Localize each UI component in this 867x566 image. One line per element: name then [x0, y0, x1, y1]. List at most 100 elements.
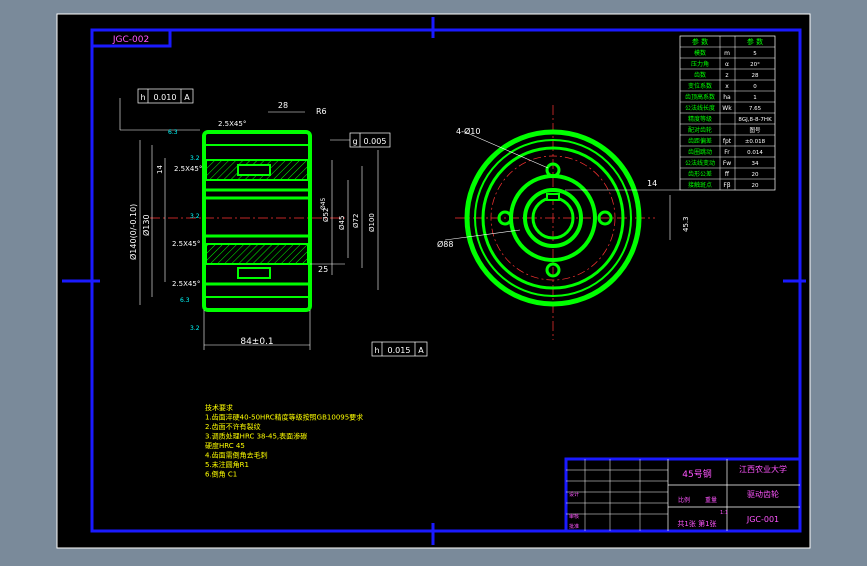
hole-bottom [545, 262, 561, 278]
tol-parallel-right: g 0.005 [349, 132, 391, 148]
tb-checker: 审核 [569, 513, 579, 520]
tech-notes: 技术要求1.齿面淬硬40-50HRC精度等级按照GB10095要求2.齿面不许有… [205, 403, 363, 479]
tech-note-line: 1.齿面淬硬40-50HRC精度等级按照GB10095要求 [205, 413, 363, 422]
param-symbol: α [725, 61, 729, 68]
param-name: 齿数 [694, 71, 706, 79]
tb-scale-label: 比例 [678, 496, 690, 504]
param-value: 7.65 [749, 106, 762, 112]
param-value: 0 [753, 84, 757, 90]
param-value: 5 [753, 51, 757, 57]
tech-note-line: 6.倒角 C1 [205, 470, 237, 479]
tech-note-line: 硬度HRC 45 [205, 441, 245, 450]
rough-3: 3.2 [190, 213, 200, 220]
param-name: 齿形公差 [688, 170, 712, 178]
svg-text:h: h [140, 93, 145, 102]
param-name: 接触斑点 [688, 181, 712, 189]
tech-note-line: 5.未注圆角R1 [205, 460, 249, 469]
keyway [546, 193, 560, 201]
svg-text:A: A [184, 93, 190, 102]
param-name: 模数 [694, 49, 706, 57]
param-name: 精度等级 [688, 115, 712, 123]
tech-note-line: 4.齿面需倒角去毛刺 [205, 451, 268, 460]
param-symbol: Wk [722, 105, 732, 112]
outer-rim [464, 129, 642, 307]
hatch-lower [205, 243, 309, 265]
param-symbol: m [724, 50, 730, 57]
tb-designer: 设计 [569, 491, 579, 498]
dim-outer: Ø140(0/-0.10) [128, 204, 138, 260]
tech-note-line: 技术要求 [205, 403, 233, 412]
param-value: 20° [750, 62, 760, 68]
svg-text:0.015: 0.015 [388, 346, 411, 355]
tb-sheet: 共1张 第1张 [677, 519, 716, 528]
param-value: 20 [752, 172, 759, 178]
dim-holes: 4-Ø10 [456, 126, 480, 136]
param-name: 公法线长度 [685, 104, 715, 112]
dim-14-side: 14 [156, 165, 164, 174]
web-outer [481, 146, 625, 290]
tech-note-line: 3.调质处理HRC 38-45,表面渗碳 [205, 432, 307, 441]
param-symbol: z [725, 72, 728, 79]
dim-130: Ø130 [141, 214, 151, 236]
svg-text:0.010: 0.010 [154, 93, 177, 102]
section-view: 28 R6 2.5X45° 2.5X45° 2.5X45° 2.5X45° 14… [119, 88, 428, 357]
param-value: 28 [752, 73, 759, 79]
hub-inner [523, 188, 583, 248]
front-view: 4-Ø10 Ø88 14 45.3 [437, 105, 690, 340]
dim-72: Ø72 [352, 214, 360, 228]
tb-approver: 批准 [569, 523, 579, 530]
pitch-circle-holes [490, 155, 616, 281]
svg-text:h: h [374, 346, 379, 355]
param-symbol: ha [723, 94, 731, 101]
param-name: 公法线变动 [685, 159, 715, 167]
param-value: 1 [753, 95, 757, 101]
dim-28: 28 [278, 101, 288, 110]
bore-slot-upper [237, 164, 271, 176]
param-name: 压力角 [691, 60, 709, 68]
tb-weight-label: 重量 [705, 496, 717, 504]
param-value: ±0.018 [745, 139, 766, 145]
param-symbol: x [725, 83, 729, 90]
param-name: 变位系数 [688, 82, 712, 90]
hole-right [597, 210, 613, 226]
chamfer-a: 2.5X45° [218, 120, 246, 128]
param-symbol: Fβ [723, 182, 730, 189]
svg-text:0.005: 0.005 [364, 137, 387, 146]
svg-text:g: g [352, 137, 357, 146]
param-value: 0.014 [747, 150, 763, 156]
leader-pcd [444, 229, 521, 241]
dim-45: Ø45 [338, 216, 346, 230]
bore-slot-lower [237, 267, 271, 279]
param-name: 齿顶高系数 [685, 93, 715, 101]
code-box-text: JGC-002 [112, 35, 149, 45]
tol-runout-top: h 0.010 A [137, 88, 194, 104]
hole-top [545, 162, 561, 178]
params-header-name: 参 数 [692, 37, 708, 46]
param-value: 20 [752, 183, 759, 189]
rough-2: 3.2 [190, 155, 200, 162]
svg-text:A: A [418, 346, 424, 355]
rough-4: 6.3 [180, 297, 190, 304]
rough-1: 6.3 [168, 129, 178, 136]
dim-100: Ø100 [368, 213, 376, 232]
param-name: 齿距偏差 [688, 137, 712, 145]
tb-drawing-no: JGC-001 [746, 515, 779, 524]
root-circle [474, 139, 632, 297]
param-symbol: Fr [724, 149, 730, 156]
param-value: 8GJ,8-8-7HK [738, 117, 772, 123]
tb-part: 驱动齿轮 [747, 489, 779, 499]
rough-5: 3.2 [190, 325, 200, 332]
param-symbol: ff [725, 171, 730, 178]
leader-holes [464, 131, 549, 169]
param-name: 配对齿轮 [688, 126, 712, 134]
dim-45b: Ø45 [320, 197, 327, 210]
tb-school: 江西农业大学 [739, 464, 787, 474]
tech-note-line: 2.齿面不许有裂纹 [205, 422, 261, 431]
tb-material: 45号钢 [682, 468, 711, 480]
dim-key-45-3: 45.3 [682, 216, 690, 232]
gear-body [202, 130, 312, 312]
dim-pcd: Ø88 [437, 239, 453, 249]
